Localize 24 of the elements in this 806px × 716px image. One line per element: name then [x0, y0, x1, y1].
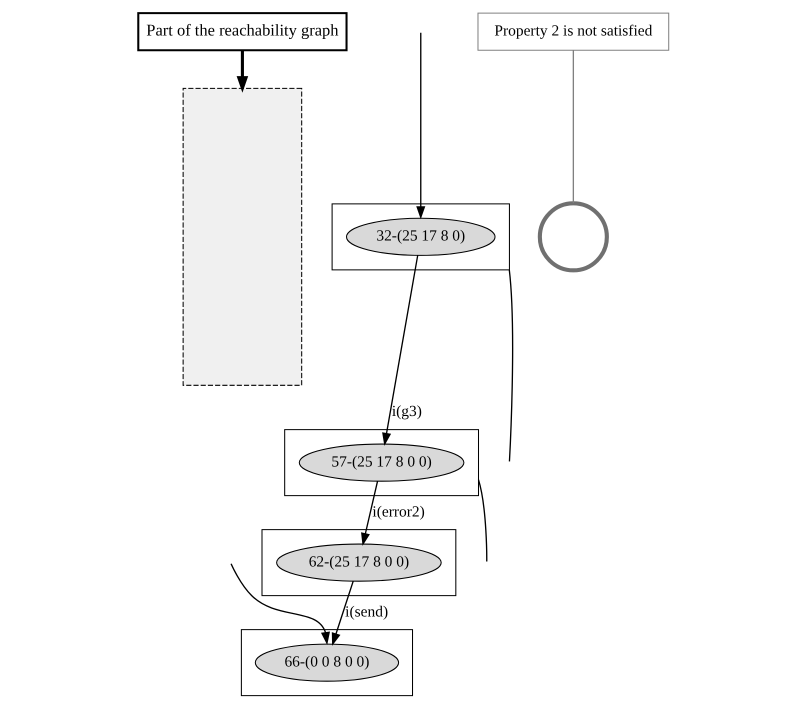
arrow	[230, 562, 330, 645]
arrow	[360, 480, 378, 546]
connector	[572, 50, 574, 203]
edge-label: i(error2)	[372, 502, 424, 520]
arrow	[382, 254, 418, 446]
arrow	[416, 32, 425, 219]
edge-label: i(send)	[344, 602, 388, 620]
cluster	[240, 628, 413, 696]
cluster	[260, 528, 456, 596]
node-box: Property 2 is not satisfied	[476, 12, 669, 50]
node-circle	[537, 200, 608, 272]
arrow	[236, 50, 248, 92]
connector	[508, 269, 513, 461]
node-box: Part of the reachability graph	[136, 12, 348, 51]
arrow	[331, 580, 354, 646]
cluster	[331, 202, 510, 270]
edge-label: i(g3)	[391, 402, 422, 420]
node-ellipse: 32-(25 17 8 0)	[345, 217, 496, 256]
node-ellipse: 62-(25 17 8 0 0)	[276, 543, 442, 582]
node-ellipse: 66-(0 0 8 0 0)	[254, 643, 399, 682]
cluster	[284, 428, 479, 496]
connector	[477, 479, 487, 562]
node-box	[182, 87, 302, 386]
node-ellipse: 57-(25 17 8 0 0)	[298, 443, 464, 482]
